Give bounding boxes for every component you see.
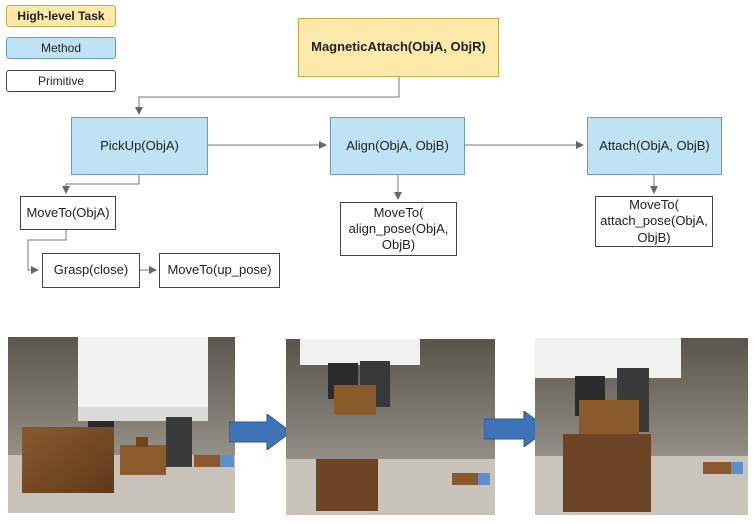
primitive-attach-moveto: MoveTo( attach_pose(ObjA, ObjB): [595, 196, 713, 247]
root-task: MagneticAttach(ObjA, ObjR): [298, 18, 499, 77]
legend-primitive-label: Primitive: [37, 73, 84, 88]
method-align: Align(ObjA, ObjB): [330, 117, 465, 175]
legend-task: High-level Task: [6, 5, 116, 27]
legend-method-label: Method: [40, 40, 82, 55]
root-task-label: MagneticAttach(ObjA, ObjR): [311, 39, 486, 55]
robot-attach-photo: [535, 338, 748, 515]
primitive-moveto-up: MoveTo(up_pose): [159, 253, 280, 288]
primitive-moveto-obja: MoveTo(ObjA): [20, 196, 116, 230]
primitive-align-line1: MoveTo(: [373, 204, 424, 220]
edge-pickup-moveto: [62, 175, 140, 194]
primitive-align-moveto: MoveTo( align_pose(ObjA, ObjB): [340, 202, 457, 256]
primitive-attach-line2: attach_pose(ObjA,: [600, 213, 708, 229]
primitive-align-line3: ObjB): [381, 237, 416, 253]
method-pickup: PickUp(ObjA): [71, 117, 208, 175]
primitive-moveto-up-label: MoveTo(up_pose): [167, 262, 272, 278]
primitive-moveto-obja-label: MoveTo(ObjA): [26, 204, 110, 220]
method-pickup-label: PickUp(ObjA): [100, 137, 179, 153]
edge-moveto-grasp: [27, 230, 67, 274]
connector-lines: [27, 77, 658, 274]
primitive-align-line2: align_pose(ObjA,: [348, 220, 449, 236]
arrow-right-1: [228, 413, 292, 451]
primitive-grasp-label: Grasp(close): [53, 262, 129, 278]
method-align-label: Align(ObjA, ObjB): [346, 137, 449, 153]
primitive-attach-line3: ObjB): [637, 229, 671, 245]
legend-primitive: Primitive: [6, 70, 116, 92]
primitive-attach-line1: MoveTo(: [629, 197, 679, 213]
primitive-grasp: Grasp(close): [42, 253, 140, 288]
legend-method: Method: [6, 37, 116, 59]
legend-task-label: High-level Task: [17, 8, 105, 23]
robot-pickup-photo: [8, 337, 235, 513]
robot-align-photo: [286, 339, 495, 515]
edge-root-pickup: [135, 77, 400, 115]
method-attach: Attach(ObjA, ObjB): [587, 117, 722, 175]
method-attach-label: Attach(ObjA, ObjB): [599, 137, 710, 153]
